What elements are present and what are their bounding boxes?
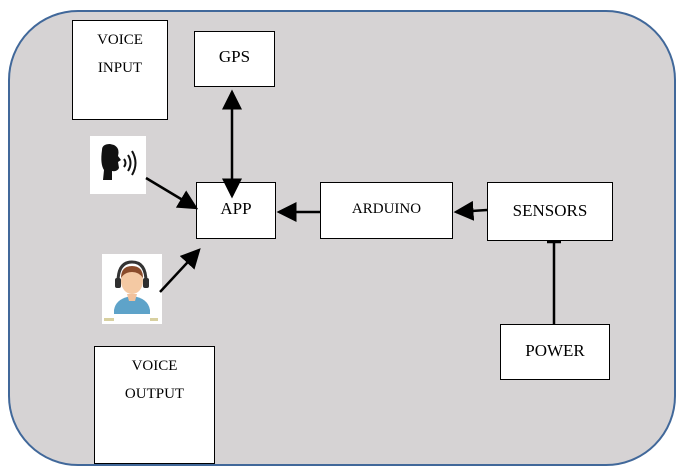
sensors-box: SENSORS — [487, 182, 613, 241]
app-label: APP — [220, 199, 252, 218]
arduino-label: ARDUINO — [351, 201, 422, 217]
app-box: APP — [196, 182, 276, 239]
voice-output-box: VOICE OUTPUT — [94, 346, 215, 464]
voice-input-label-line2: INPUT — [97, 60, 143, 76]
edge-sensors-arduino — [453, 200, 488, 221]
voice-input-label-line1: VOICE — [97, 32, 143, 48]
speaking-head-thumb — [90, 136, 146, 194]
arduino-box: ARDUINO — [320, 182, 453, 239]
edge-listener-app — [159, 248, 201, 293]
person-headphones-icon — [104, 260, 158, 321]
voice-input-box: VOICE INPUT — [72, 20, 168, 120]
voice-output-label-line1: VOICE — [131, 358, 178, 374]
gps-box: GPS — [194, 31, 275, 87]
edge-speaker-app — [145, 176, 199, 210]
power-label: POWER — [525, 341, 585, 360]
power-box: POWER — [500, 324, 610, 380]
sensors-label: SENSORS — [512, 201, 588, 220]
speaking-head-icon — [101, 144, 137, 180]
voice-output-label-line2: OUTPUT — [124, 386, 185, 402]
gps-label: GPS — [218, 47, 251, 66]
listener-thumb — [102, 254, 162, 324]
